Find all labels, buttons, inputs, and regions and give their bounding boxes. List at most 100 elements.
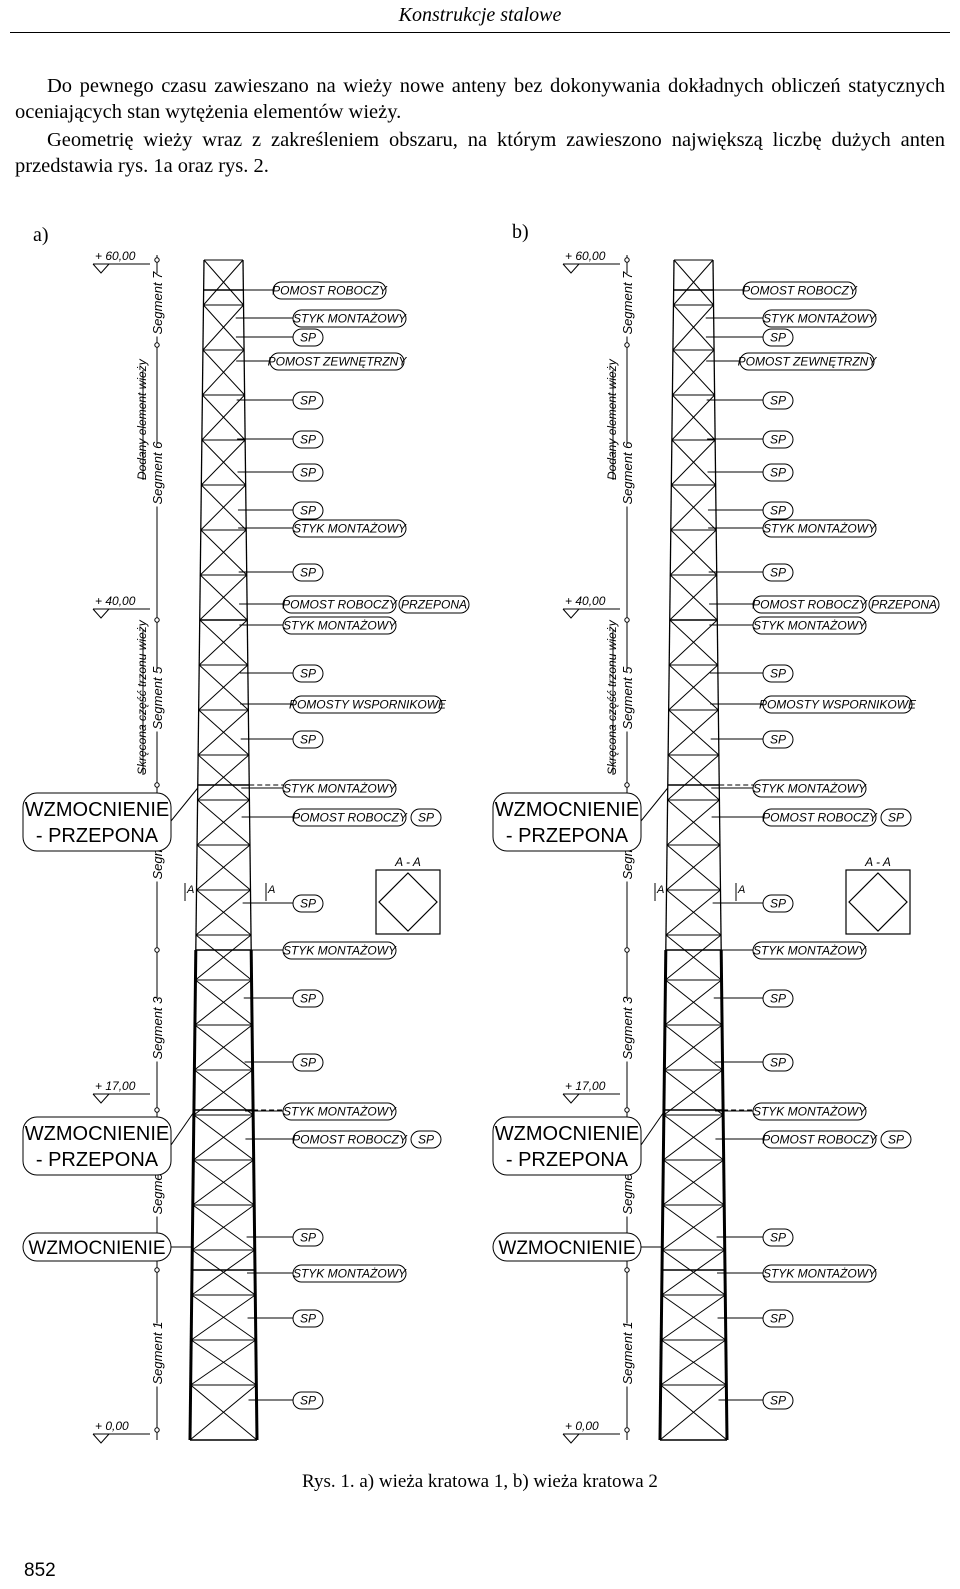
level-label: + 17,00 <box>95 1079 136 1093</box>
diagonal-brace <box>200 484 247 531</box>
annotation-label-sp-box <box>410 808 442 827</box>
annotation-label: SP <box>770 331 786 345</box>
segment-label: Segment 1 <box>620 1322 635 1385</box>
annotation-label: SP <box>300 394 316 408</box>
diagonal-brace <box>661 1249 726 1296</box>
tower-leg-left-heavy <box>658 949 668 1441</box>
reinforcement-callout-line2: - PRZEPONA <box>506 825 629 847</box>
side-label-added: Dodany element wieży <box>135 358 149 480</box>
dimension-tick <box>624 342 630 348</box>
dimension-tick <box>154 1267 160 1273</box>
annotation-label-sp: SP <box>888 811 904 825</box>
annotation-label: SP <box>300 667 316 681</box>
diagonal-brace <box>201 394 245 441</box>
panel-label-a: a) <box>33 224 49 246</box>
level-arrow-icon <box>92 608 110 619</box>
annotation-label: SP <box>770 1056 786 1070</box>
diagonal-brace <box>664 979 722 1026</box>
annotation-label: STYK MONTAŻOWY <box>293 312 407 326</box>
reinforcement-callout-line2: - PRZEPONA <box>36 825 159 847</box>
diagonal-brace <box>670 439 716 486</box>
dimension-tick <box>624 1107 630 1113</box>
annotation-label: STYK MONTAŻOWY <box>293 1267 407 1281</box>
annotation-label: SP <box>770 394 786 408</box>
diagonal-brace <box>665 934 722 981</box>
level-arrow-icon <box>92 263 110 274</box>
annotation-label: SP <box>770 992 786 1006</box>
callout-leader <box>170 1111 195 1146</box>
paragraph-1-text: Do pewnego czasu zawieszano na wieży now… <box>15 75 945 123</box>
diagonal-brace <box>668 619 718 666</box>
annotation-label: STYK MONTAŻOWY <box>753 944 867 958</box>
segment-label-bg <box>150 668 164 732</box>
segment-label-bg <box>150 998 164 1062</box>
annotation-label: SP <box>770 566 786 580</box>
level-arrow-icon <box>92 1433 110 1444</box>
annotation-label: SP <box>300 1056 316 1070</box>
segment-label: Segment 3 <box>150 996 165 1060</box>
diagonal-brace <box>203 259 244 306</box>
section-mark-label: A <box>186 884 194 896</box>
annotation-label: POMOSTY WSPORNIKOWE <box>759 698 917 712</box>
diagonal-brace <box>193 1114 254 1161</box>
diagonal-brace <box>660 1339 727 1386</box>
dimension-tick <box>154 1427 160 1433</box>
annotation-label: POMOST ZEWNĘTRZNY <box>268 355 408 369</box>
dimension-tick <box>154 342 160 348</box>
diagonal-brace <box>197 709 249 756</box>
diagonal-brace <box>198 619 248 666</box>
reinforcement-label: WZMOCNIENIE <box>28 1238 165 1259</box>
side-label-twisted: Skręcona część trzonu wieży <box>605 619 619 775</box>
reinforcement-callout-line2: - PRZEPONA <box>506 1149 629 1171</box>
annotation-label: POMOSTY WSPORNIKOWE <box>289 698 447 712</box>
dimension-tick <box>624 782 630 788</box>
annotation-label: SP <box>300 1394 316 1408</box>
diagonal-brace <box>199 574 248 621</box>
diagonal-brace <box>196 844 251 891</box>
reinforcement-callout-line1: WZMOCNIENIE <box>25 1123 169 1145</box>
annotation-label: STYK MONTAŻOWY <box>283 619 397 633</box>
diagonal-brace <box>190 1339 257 1386</box>
diagonal-brace <box>668 664 719 711</box>
diagonal-brace <box>200 439 246 486</box>
diagonal-brace <box>670 484 717 531</box>
annotation-label: STYK MONTAŻOWY <box>283 944 397 958</box>
section-label: A - A <box>864 855 891 869</box>
dimension-tick <box>154 617 160 623</box>
segment-label-bg <box>620 443 634 507</box>
annotation-label: POMOST ROBOCZY <box>762 811 878 825</box>
level-label: + 40,00 <box>95 594 136 608</box>
annotation-label: SP <box>770 733 786 747</box>
diagonal-brace <box>202 349 245 396</box>
annotation-label: SP <box>300 897 316 911</box>
annotation-label: STYK MONTAŻOWY <box>763 312 877 326</box>
annotation-label: SP <box>770 897 786 911</box>
diagonal-brace <box>666 799 720 846</box>
header-rule <box>10 32 950 33</box>
tower-leg-right-heavy <box>719 949 729 1441</box>
section-diamond <box>848 872 908 932</box>
level-label: + 0,00 <box>565 1419 599 1433</box>
dimension-tick <box>154 257 160 263</box>
annotation-label: STYK MONTAŻOWY <box>753 619 867 633</box>
annotation-label: SP <box>300 733 316 747</box>
section-label: A - A <box>394 855 421 869</box>
level-arrow-icon <box>562 1093 580 1104</box>
annotation-label: SP <box>300 1312 316 1326</box>
annotation-label: POMOST ROBOCZY <box>282 598 398 612</box>
reinforcement-callout-box <box>492 792 642 852</box>
reinforcement-callout-box <box>492 1116 642 1176</box>
annotation-label: SP <box>770 1312 786 1326</box>
dimension-tick <box>624 947 630 953</box>
reinforcement-callout-line1: WZMOCNIENIE <box>495 1123 639 1145</box>
diagonal-brace <box>193 1069 253 1116</box>
segment-label-bg <box>150 443 164 507</box>
annotation-label: SP <box>770 1231 786 1245</box>
diagonal-brace <box>195 889 251 936</box>
reinforcement-callout-box <box>22 792 172 852</box>
annotation-label-sp: SP <box>888 1133 904 1147</box>
reinforcement-callout-line1: WZMOCNIENIE <box>25 799 169 821</box>
diagonal-brace <box>192 1159 254 1206</box>
